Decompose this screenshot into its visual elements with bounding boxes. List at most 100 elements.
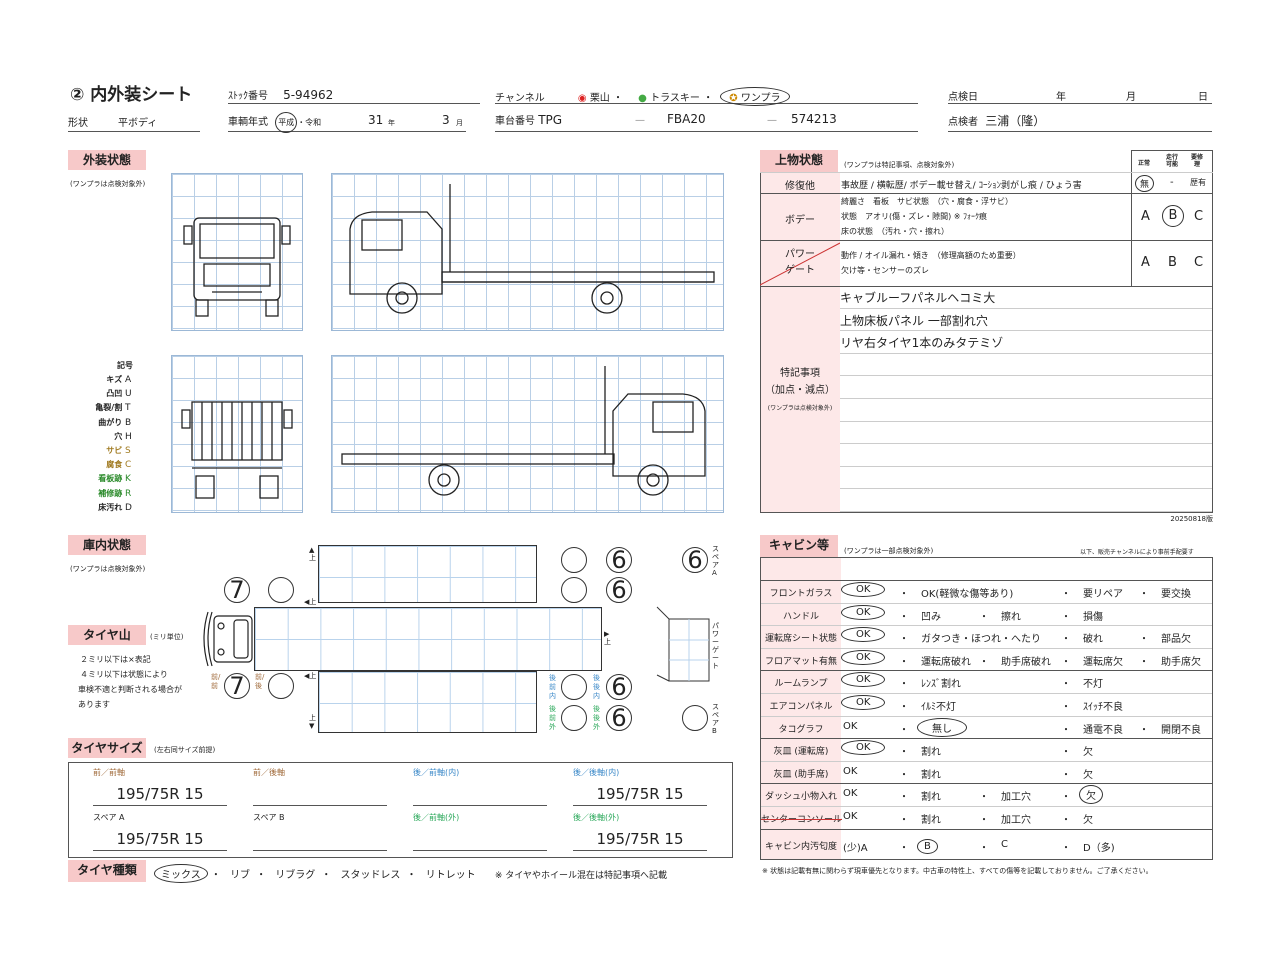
- tread-rear-rear-outer-left[interactable]: 6: [606, 547, 632, 573]
- notes-line[interactable]: [840, 489, 1212, 512]
- cabin-option[interactable]: ｲﾙﾐ不灯: [921, 702, 956, 713]
- tire-type-retread[interactable]: リトレット: [425, 870, 476, 881]
- tread-front-right[interactable]: 7: [224, 673, 250, 699]
- notes-line[interactable]: キャブルーフパネルヘコミ大: [840, 286, 1212, 309]
- tire-type-mix-selected[interactable]: ミックス: [154, 864, 208, 883]
- notes-line[interactable]: [840, 422, 1212, 445]
- cabin-option[interactable]: ｽｲｯﾁ不良: [1083, 702, 1123, 713]
- cabin-option-selected[interactable]: OK: [841, 740, 886, 756]
- cabin-option[interactable]: (少)A: [843, 842, 868, 854]
- cabin-option-selected[interactable]: OK: [841, 649, 886, 665]
- truck-rear-view[interactable]: [171, 355, 303, 513]
- tread-rear-rear-outer-right[interactable]: 6: [606, 705, 632, 731]
- tread-front-left[interactable]: 7: [224, 577, 250, 603]
- body-grade-a[interactable]: A: [1141, 209, 1150, 224]
- notes-line[interactable]: 上物床板パネル 一部割れ穴: [840, 309, 1212, 332]
- cabin-option[interactable]: OK: [843, 788, 858, 800]
- body-grade-b-selected[interactable]: B: [1162, 205, 1184, 227]
- repair-history[interactable]: 歴有: [1190, 178, 1206, 187]
- cabin-option[interactable]: OK: [843, 720, 858, 732]
- channel-kuriyama[interactable]: 栗山: [589, 93, 610, 104]
- pg-grade-b[interactable]: B: [1168, 255, 1177, 270]
- cabin-option-selected[interactable]: OK: [841, 672, 886, 688]
- cabin-option[interactable]: 加工穴: [1001, 792, 1031, 804]
- cabin-option[interactable]: 損傷: [1083, 611, 1103, 623]
- tread-rear-front-inner-right[interactable]: [561, 674, 587, 700]
- era-reiwa[interactable]: ・令和: [297, 118, 322, 127]
- cabin-option-selected[interactable]: 欠: [1079, 785, 1103, 805]
- cabin-option[interactable]: ガタつき・ほつれ・へたり: [921, 634, 1041, 646]
- cargo-wall-right[interactable]: [318, 671, 537, 733]
- notes-line[interactable]: リヤ右タイヤ1本のみタテミゾ: [840, 331, 1212, 354]
- cabin-option[interactable]: 破れ: [1083, 634, 1103, 646]
- tread-front-rear-right[interactable]: [268, 673, 294, 699]
- cabin-option[interactable]: 欠: [1083, 815, 1093, 826]
- cabin-option-selected[interactable]: 無し: [917, 717, 967, 737]
- cabin-option[interactable]: 通電不良: [1083, 724, 1123, 736]
- cabin-option[interactable]: 不灯: [1083, 679, 1103, 691]
- cabin-option[interactable]: 運転席欠: [1083, 656, 1123, 668]
- tread-rear-front-outer-left[interactable]: [561, 547, 587, 573]
- tire-type-studless[interactable]: スタッドレス: [340, 870, 401, 881]
- cabin-option[interactable]: 開閉不良: [1161, 724, 1201, 736]
- truck-front-view[interactable]: [171, 173, 303, 331]
- tire-size-field[interactable]: 後／前軸(内): [413, 767, 547, 806]
- cargo-floor[interactable]: [254, 607, 602, 671]
- notes-line[interactable]: [840, 444, 1212, 467]
- notes-line[interactable]: [840, 354, 1212, 377]
- cabin-option[interactable]: 割れ: [921, 792, 941, 804]
- truck-side-view-left[interactable]: [331, 173, 724, 331]
- cabin-option[interactable]: OK: [843, 811, 858, 822]
- cabin-option[interactable]: 擦れ: [1001, 611, 1021, 623]
- cabin-option[interactable]: 部品欠: [1161, 634, 1191, 646]
- tread-rear-rear-inner-left[interactable]: 6: [606, 577, 632, 603]
- tread-rear-front-outer-right[interactable]: [561, 705, 587, 731]
- cabin-option-selected[interactable]: OK: [841, 604, 886, 620]
- cabin-option[interactable]: 割れ: [921, 747, 941, 759]
- tire-size-field[interactable]: 後／後軸(内)195/75R 15: [573, 767, 707, 806]
- cabin-option[interactable]: OK: [843, 765, 858, 777]
- power-gate-diagram[interactable]: [655, 605, 710, 685]
- cabin-option[interactable]: OK(軽微な傷等あり): [921, 589, 1014, 600]
- cabin-option-selected[interactable]: OK: [841, 695, 886, 710]
- tread-rear-rear-inner-right[interactable]: 6: [606, 674, 632, 700]
- cabin-option[interactable]: 割れ: [921, 769, 941, 781]
- cabin-option[interactable]: 欠: [1083, 769, 1093, 781]
- tire-size-field[interactable]: 前／後軸: [253, 767, 387, 806]
- tread-spare-b[interactable]: [682, 705, 708, 731]
- cabin-option[interactable]: 助手席破れ: [1001, 656, 1051, 668]
- notes-line[interactable]: [840, 399, 1212, 422]
- cabin-option[interactable]: 凹み: [921, 611, 941, 623]
- cabin-option[interactable]: 欠: [1083, 747, 1093, 759]
- tread-front-rear-left[interactable]: [268, 577, 294, 603]
- truck-side-view-right[interactable]: [331, 355, 724, 513]
- cabin-option[interactable]: D（多): [1083, 842, 1115, 854]
- cabin-option[interactable]: ﾚﾝｽﾞ割れ: [921, 679, 961, 691]
- cabin-option[interactable]: 加工穴: [1001, 815, 1031, 826]
- cabin-option[interactable]: C: [1001, 838, 1008, 850]
- tire-size-field[interactable]: スペア B: [253, 812, 387, 851]
- repair-dash[interactable]: -: [1170, 177, 1174, 188]
- channel-wanpura-selected[interactable]: ✪ ワンプラ: [720, 87, 790, 106]
- cabin-option-selected[interactable]: B: [917, 838, 938, 854]
- tire-size-field[interactable]: 後／前軸(外): [413, 812, 547, 851]
- repair-none-selected[interactable]: 無: [1135, 175, 1155, 192]
- channel-truskey[interactable]: トラスキー: [650, 93, 700, 104]
- tire-size-field[interactable]: 後／後軸(外)195/75R 15: [573, 812, 707, 851]
- cabin-option[interactable]: 要リペア: [1083, 589, 1123, 600]
- cabin-option[interactable]: 運転席破れ: [921, 656, 971, 668]
- pg-grade-a[interactable]: A: [1141, 255, 1150, 270]
- pg-grade-c[interactable]: C: [1194, 255, 1204, 270]
- tread-rear-front-inner-left[interactable]: [561, 577, 587, 603]
- notes-line[interactable]: [840, 376, 1212, 399]
- tread-spare-a[interactable]: 6: [682, 547, 708, 573]
- notes-line[interactable]: [840, 467, 1212, 490]
- cabin-option[interactable]: 要交換: [1161, 589, 1191, 600]
- cargo-wall-left[interactable]: [318, 545, 537, 603]
- cabin-option[interactable]: 割れ: [921, 815, 941, 826]
- cabin-option-selected[interactable]: OK: [841, 627, 886, 643]
- era-heisei-selected[interactable]: 平成: [275, 112, 298, 133]
- tire-type-riblug[interactable]: リブラグ: [275, 870, 316, 881]
